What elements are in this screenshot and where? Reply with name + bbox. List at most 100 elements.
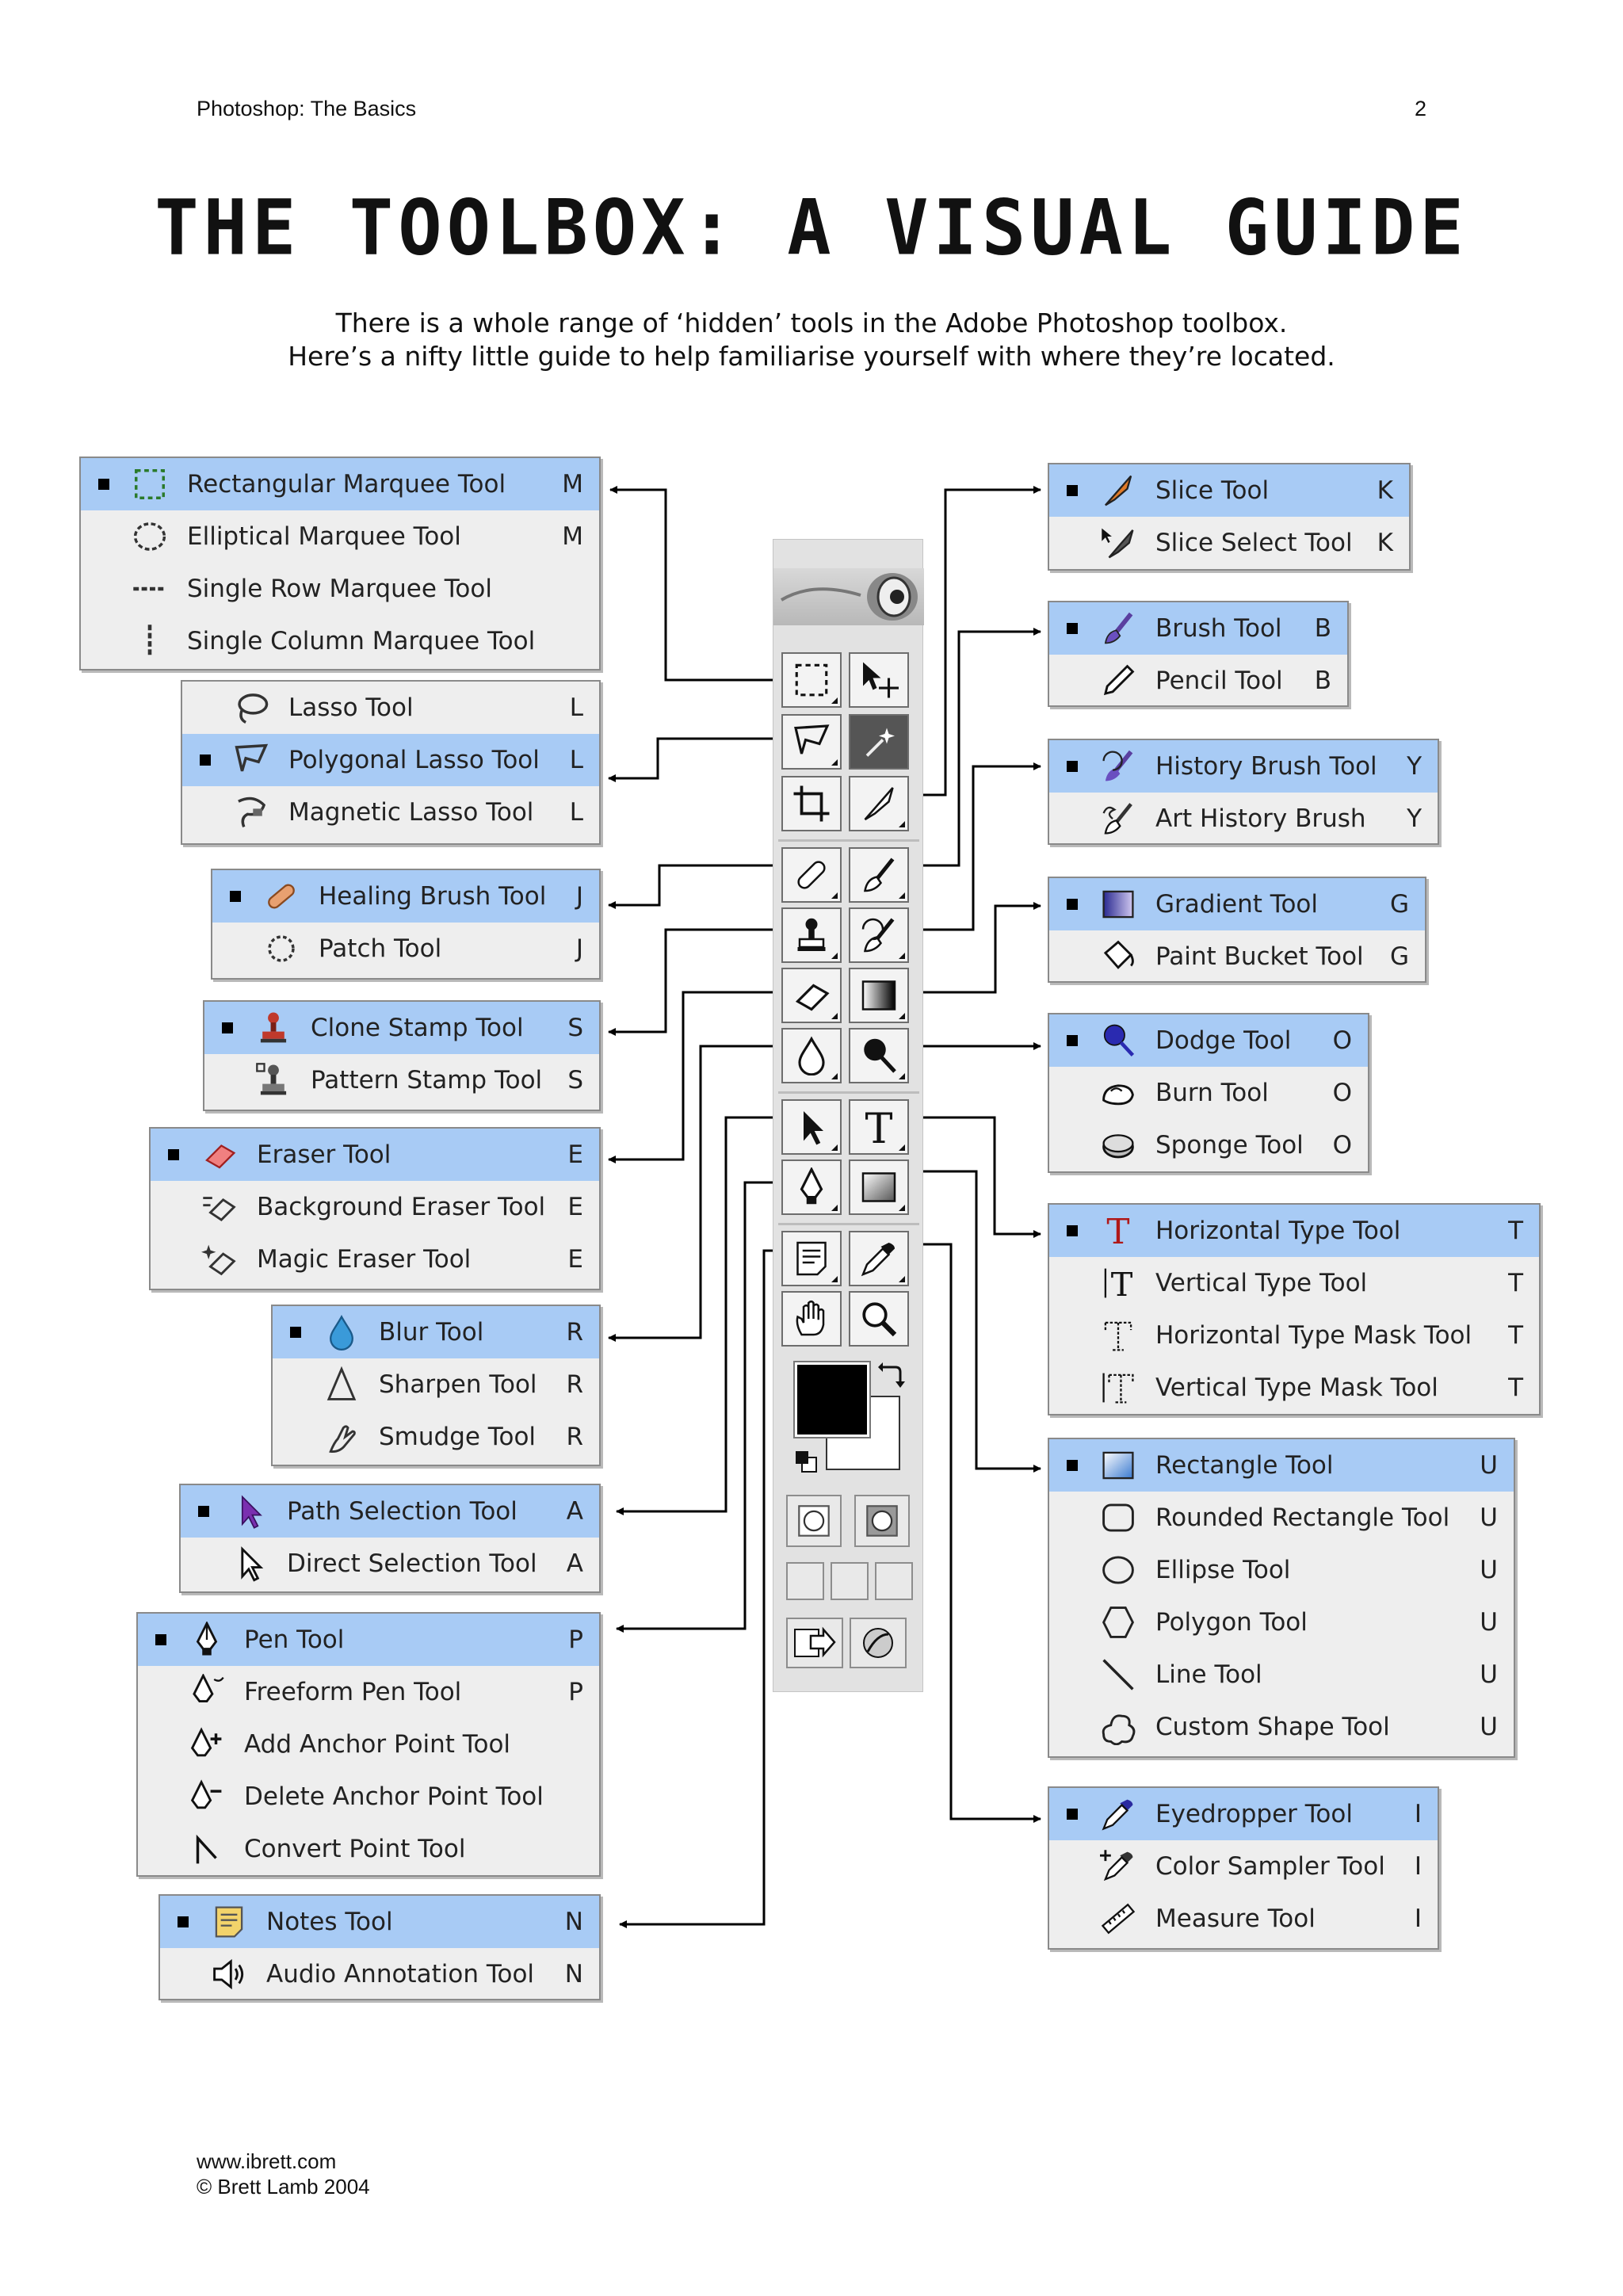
background-eraser-icon	[200, 1187, 239, 1227]
toolbox-brush-tool[interactable]	[849, 847, 909, 903]
menu-item-smudge[interactable]: Smudge Tool R	[273, 1411, 599, 1463]
menu-item-burn[interactable]: Burn Tool O	[1049, 1067, 1368, 1119]
menu-item-pencil[interactable]: Pencil Tool B	[1049, 655, 1347, 707]
toolbox-crop-tool[interactable]	[781, 776, 842, 831]
custom-shape-icon	[1098, 1707, 1138, 1747]
menu-item-path-selection[interactable]: Path Selection Tool A	[181, 1485, 599, 1538]
toolbox-eyedropper-tool[interactable]	[849, 1231, 909, 1286]
menu-item-horizontal-type[interactable]: T Horizontal Type Tool T	[1049, 1205, 1539, 1257]
toolbox-history-brush-tool[interactable]	[849, 907, 909, 963]
toolbox-lasso-tool[interactable]	[781, 714, 842, 770]
menu-item-dodge[interactable]: Dodge Tool O	[1049, 1014, 1368, 1067]
toolbox-marquee-tool[interactable]	[781, 652, 842, 708]
toolbox-hand-tool[interactable]	[781, 1291, 842, 1347]
toolbox-zoom-tool[interactable]	[849, 1291, 909, 1347]
default-colors-icon[interactable]	[794, 1450, 818, 1473]
menu-item-slice[interactable]: Slice Tool K	[1049, 464, 1409, 517]
toolbox-slice-tool[interactable]	[849, 776, 909, 831]
menu-item-patch[interactable]: Patch Tool J	[212, 923, 599, 975]
toolbox-healing-brush-tool[interactable]	[781, 847, 842, 903]
menu-item-art-history-brush[interactable]: Art History Brush Y	[1049, 793, 1438, 845]
toolbox-type-tool[interactable]: T	[849, 1099, 909, 1155]
toolbox-magic-wand-tool[interactable]	[849, 714, 909, 770]
menu-item-convert-point[interactable]: Convert Point Tool	[138, 1823, 599, 1875]
burn-hand-icon	[1098, 1073, 1138, 1113]
menu-item-polygon[interactable]: Polygon Tool U	[1049, 1596, 1514, 1648]
menu-item-color-sampler[interactable]: Color Sampler Tool I	[1049, 1840, 1438, 1893]
menu-item-magic-eraser[interactable]: Magic Eraser Tool E	[151, 1233, 599, 1286]
menu-item-lasso[interactable]: Lasso Tool L	[182, 682, 599, 734]
menu-item-background-eraser[interactable]: Background Eraser Tool E	[151, 1181, 599, 1233]
menu-item-sharpen[interactable]: Sharpen Tool R	[273, 1358, 599, 1411]
standard-mode-button[interactable]	[786, 1495, 842, 1547]
menu-item-history-brush[interactable]: History Brush Tool Y	[1049, 740, 1438, 793]
toolbox-path-selection-tool[interactable]	[781, 1099, 842, 1155]
menu-item-line[interactable]: Line Tool U	[1049, 1648, 1514, 1701]
arrow-history	[923, 762, 1041, 931]
toolbox-stamp-tool[interactable]	[781, 907, 842, 963]
toolbox-notes-tool[interactable]	[781, 1231, 842, 1286]
pattern-stamp-icon	[254, 1060, 293, 1100]
menu-item-audio-annotation[interactable]: Audio Annotation Tool N	[160, 1948, 599, 2000]
menu-item-gradient[interactable]: Gradient Tool G	[1049, 878, 1425, 930]
patch-icon	[262, 929, 301, 968]
freeform-pen-icon	[187, 1672, 227, 1712]
menu-item-brush[interactable]: Brush Tool B	[1049, 602, 1347, 655]
menu-item-rectangle[interactable]: Rectangle Tool U	[1049, 1439, 1514, 1492]
menu-item-direct-selection[interactable]: Direct Selection Tool A	[181, 1538, 599, 1590]
eraser-tools-menu: Eraser Tool E Background Eraser Tool E M…	[149, 1127, 601, 1290]
menu-item-measure[interactable]: Measure Tool I	[1049, 1893, 1438, 1945]
column-marquee-icon	[130, 621, 170, 661]
jump-to-imageready-button[interactable]	[786, 1618, 843, 1668]
menu-item-elliptical-marquee[interactable]: Elliptical Marquee Tool M	[81, 510, 599, 563]
menu-item-polygonal-lasso[interactable]: Polygonal Lasso Tool L	[182, 734, 599, 786]
menu-item-vertical-type[interactable]: T Vertical Type Tool T	[1049, 1257, 1539, 1309]
current-tool-bullet	[230, 891, 241, 902]
menu-item-rounded-rectangle[interactable]: Rounded Rectangle Tool U	[1049, 1492, 1514, 1544]
toolbox-eraser-tool[interactable]	[781, 968, 842, 1023]
menu-item-rectangular-marquee[interactable]: Rectangular Marquee Tool M	[81, 458, 599, 510]
menu-item-blur[interactable]: Blur Tool R	[273, 1306, 599, 1358]
full-screen-menubar-button[interactable]	[831, 1562, 869, 1600]
menu-item-eyedropper[interactable]: Eyedropper Tool I	[1049, 1788, 1438, 1840]
toolbox-dodge-tool[interactable]	[849, 1028, 909, 1083]
standard-screen-mode-button[interactable]	[786, 1562, 824, 1600]
swap-colors-icon[interactable]	[878, 1361, 905, 1388]
foreground-color-swatch[interactable]	[793, 1361, 871, 1438]
ellipse-marquee-icon	[130, 517, 170, 556]
vertical-type-icon: T	[1098, 1263, 1138, 1303]
menu-item-clone-stamp[interactable]: Clone Stamp Tool S	[204, 1002, 599, 1054]
toolbox-eye-logo[interactable]	[773, 568, 924, 625]
menu-item-eraser[interactable]: Eraser Tool E	[151, 1129, 599, 1181]
toolbox-move-tool[interactable]	[849, 652, 909, 708]
menu-item-single-column-marquee[interactable]: Single Column Marquee Tool	[81, 615, 599, 667]
menu-item-pattern-stamp[interactable]: Pattern Stamp Tool S	[204, 1054, 599, 1106]
arrow-brush	[923, 628, 1041, 867]
menu-item-vertical-type-mask[interactable]: Vertical Type Mask Tool T	[1049, 1362, 1539, 1414]
toolbox-pen-tool[interactable]	[781, 1159, 842, 1215]
menu-item-sponge[interactable]: Sponge Tool O	[1049, 1119, 1368, 1171]
full-screen-mode-button[interactable]	[875, 1562, 913, 1600]
menu-item-healing-brush[interactable]: Healing Brush Tool J	[212, 870, 599, 923]
menu-item-horizontal-type-mask[interactable]: Horizontal Type Mask Tool T	[1049, 1309, 1539, 1362]
menu-item-single-row-marquee[interactable]: Single Row Marquee Tool	[81, 563, 599, 615]
menu-item-slice-select[interactable]: Slice Select Tool K	[1049, 517, 1409, 569]
menu-item-delete-anchor-point[interactable]: Delete Anchor Point Tool	[138, 1771, 599, 1823]
quick-mask-mode-button[interactable]	[854, 1495, 910, 1547]
menu-item-magnetic-lasso[interactable]: Magnetic Lasso Tool L	[182, 786, 599, 839]
menu-item-freeform-pen[interactable]: Freeform Pen Tool P	[138, 1666, 599, 1718]
menu-item-notes[interactable]: Notes Tool N	[160, 1896, 599, 1948]
menu-item-custom-shape[interactable]: Custom Shape Tool U	[1049, 1701, 1514, 1753]
toolbox-blur-tool[interactable]	[781, 1028, 842, 1083]
menu-item-add-anchor-point[interactable]: Add Anchor Point Tool	[138, 1718, 599, 1771]
menu-item-pen[interactable]: Pen Tool P	[138, 1614, 599, 1666]
sponge-icon	[1098, 1125, 1138, 1165]
menu-item-paint-bucket[interactable]: Paint Bucket Tool G	[1049, 930, 1425, 983]
arrow-slice	[923, 486, 1041, 797]
footer-url: www.ibrett.com	[197, 2149, 337, 2173]
current-tool-bullet	[1067, 1225, 1078, 1236]
toolbox-shape-tool[interactable]	[849, 1159, 909, 1215]
toolbox-gradient-tool[interactable]	[849, 968, 909, 1023]
menu-item-ellipse[interactable]: Ellipse Tool U	[1049, 1544, 1514, 1596]
